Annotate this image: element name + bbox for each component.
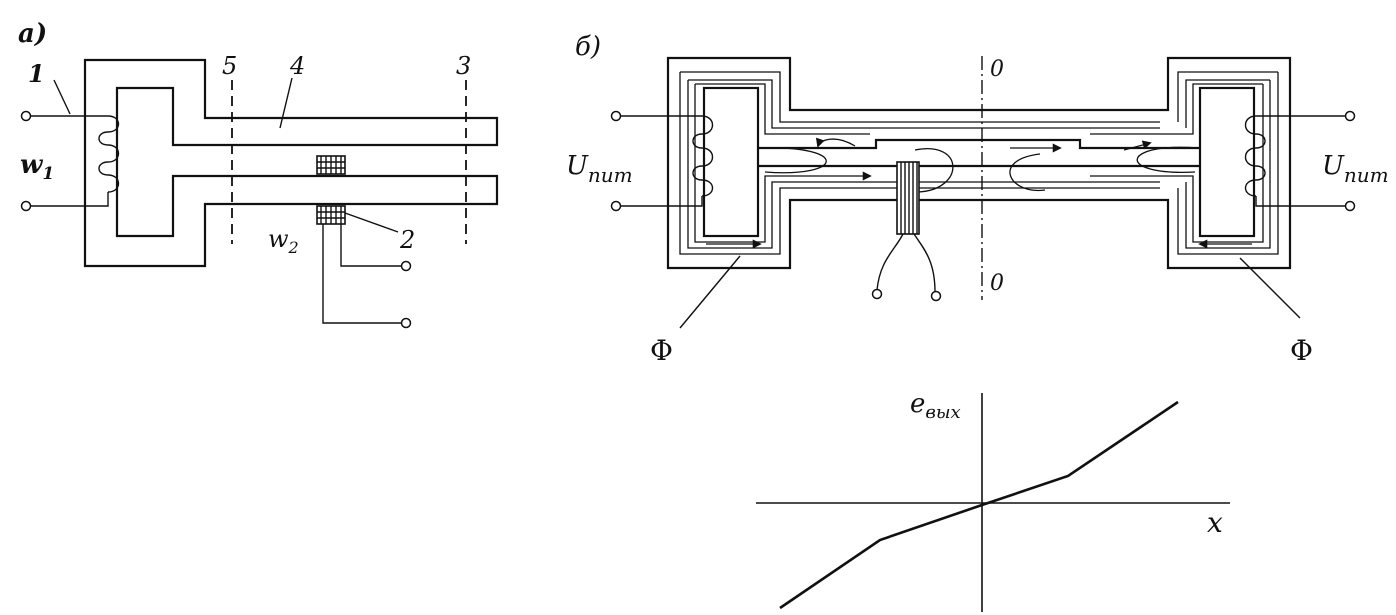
terminal-w1-bottom	[20, 200, 32, 212]
label-u-supply-right: Uпит	[1322, 151, 1389, 187]
terminal-left-bottom	[610, 200, 622, 212]
magnetic-core-a	[83, 58, 499, 268]
secondary-winding-w2	[316, 155, 412, 329]
core-window-right	[1198, 86, 1256, 238]
leader-1	[53, 79, 71, 115]
terminal-center-right	[930, 290, 942, 302]
output-characteristic-curve	[779, 400, 1179, 610]
label-1: 1	[28, 59, 45, 88]
panel-b-tag: б)	[575, 32, 601, 62]
leader-phi-left	[679, 255, 741, 329]
axis-label-top: 0	[990, 57, 1004, 82]
terminal-center-left	[871, 288, 883, 300]
label-w2: w2	[268, 225, 299, 257]
magnetic-core-b	[666, 56, 1292, 270]
label-4: 4	[289, 52, 305, 80]
terminal-w2-bottom	[400, 317, 412, 329]
graph-y-label: eвых	[910, 389, 961, 423]
terminal-right-bottom	[1344, 200, 1356, 212]
core-window-left	[702, 86, 760, 238]
terminal-left-top	[610, 110, 622, 122]
panel-b: б)	[566, 32, 1389, 367]
leader-2	[344, 212, 399, 233]
center-measuring-coil	[871, 148, 954, 302]
supply-winding-left	[610, 110, 714, 212]
axis-label-bottom: 0	[990, 271, 1004, 296]
terminal-right-top	[1344, 110, 1356, 122]
panel-a: а) 1 5 4	[18, 19, 499, 329]
leader-phi-right	[1239, 257, 1301, 319]
graph-x-label: x	[1207, 506, 1223, 539]
label-u-supply-left: Uпит	[566, 151, 633, 187]
flux-lines-left	[679, 71, 1160, 255]
flux-lines-right	[1009, 71, 1279, 255]
output-characteristic-graph: eвых x	[756, 389, 1230, 612]
label-5: 5	[222, 52, 237, 80]
label-flux-right: Φ	[1290, 334, 1313, 367]
terminal-w2-top	[400, 260, 412, 272]
label-2: 2	[399, 226, 415, 254]
leader-4	[279, 77, 293, 129]
central-slot	[758, 138, 1200, 168]
panel-a-tag: а)	[18, 19, 47, 49]
terminal-w1-top	[20, 110, 32, 122]
label-w1: w1	[20, 150, 54, 184]
supply-winding-right	[1244, 110, 1356, 212]
label-3: 3	[456, 52, 471, 80]
primary-winding-w1	[20, 110, 120, 212]
label-flux-left: Φ	[650, 334, 673, 367]
